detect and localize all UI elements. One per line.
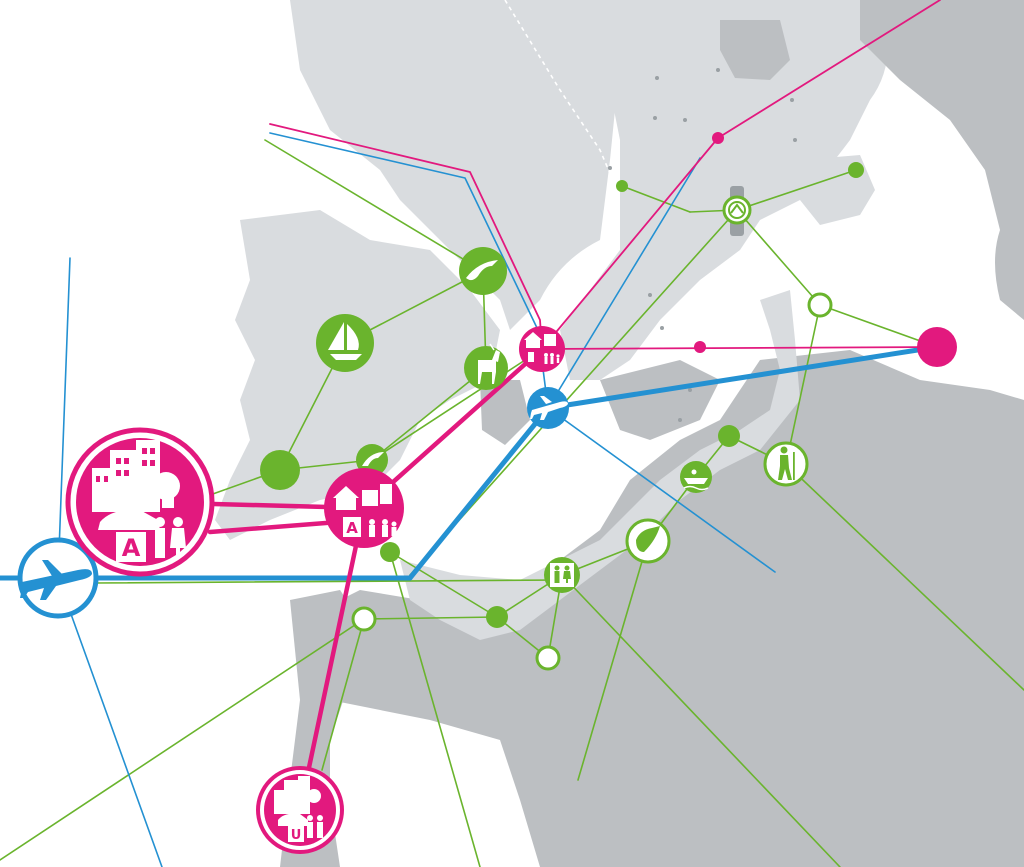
land-dots [608,68,797,422]
green-hollow-stop[interactable] [535,645,561,671]
town-icon [524,332,560,364]
landmass-south-dark [600,360,720,440]
lake-icon [636,526,660,552]
green-hollow-stop[interactable] [807,292,833,318]
airplane-icon [20,560,92,600]
magenta-destination-node[interactable] [917,327,957,367]
magenta-junction[interactable] [712,132,724,144]
airport-center-node[interactable] [527,387,569,429]
airplane-icon [530,396,568,420]
landmass-northeast [560,0,888,380]
city-icon [274,776,323,838]
shore-strip [400,290,800,640]
town-upper-node[interactable] [519,326,565,372]
green-junction[interactable] [616,180,628,192]
green-hollow-stop[interactable] [351,606,377,632]
green-junction[interactable] [486,606,508,628]
bird-large-node[interactable] [459,247,507,295]
badge-box [116,532,146,562]
hiker-icon [778,446,795,480]
bird-icon [362,452,384,466]
green-junction[interactable] [380,542,400,562]
badge-label: U [291,828,302,843]
badge-box [343,517,361,537]
heritage-node[interactable] [722,186,752,236]
green-junction[interactable] [260,450,300,490]
airport-west-node[interactable] [17,537,99,619]
island-north [720,20,790,80]
sailboat-node[interactable] [316,314,374,372]
town-center-node[interactable]: A [324,468,404,548]
town-icon [333,484,397,537]
badge-label: A [122,534,141,562]
badge-label: A [346,519,358,537]
hiker-node[interactable] [763,441,809,487]
world-heritage-icon [728,201,746,219]
city-south-node[interactable]: U [256,766,344,854]
node-layer: A A [17,132,957,854]
boat-node[interactable] [680,461,712,493]
deer-node[interactable] [464,343,508,390]
city-windows [96,448,155,482]
land-layer [215,0,1024,867]
city-main-node[interactable]: A [65,427,215,577]
sailboat-icon [328,322,362,360]
landmass-southeast [300,350,1024,867]
green-junction[interactable] [718,425,740,447]
island-center [480,380,530,445]
deer-icon [478,343,503,384]
magenta-junction[interactable] [694,341,706,353]
lake-node[interactable] [625,518,671,564]
green-junction[interactable] [848,162,864,178]
island-east [800,155,875,225]
badge-box [288,826,304,842]
boat-icon [683,469,709,491]
family-node[interactable] [544,557,580,593]
landmass-north [290,0,650,330]
family-icon [554,565,571,583]
bird-icon [466,258,498,290]
landmass-east [860,0,1024,320]
